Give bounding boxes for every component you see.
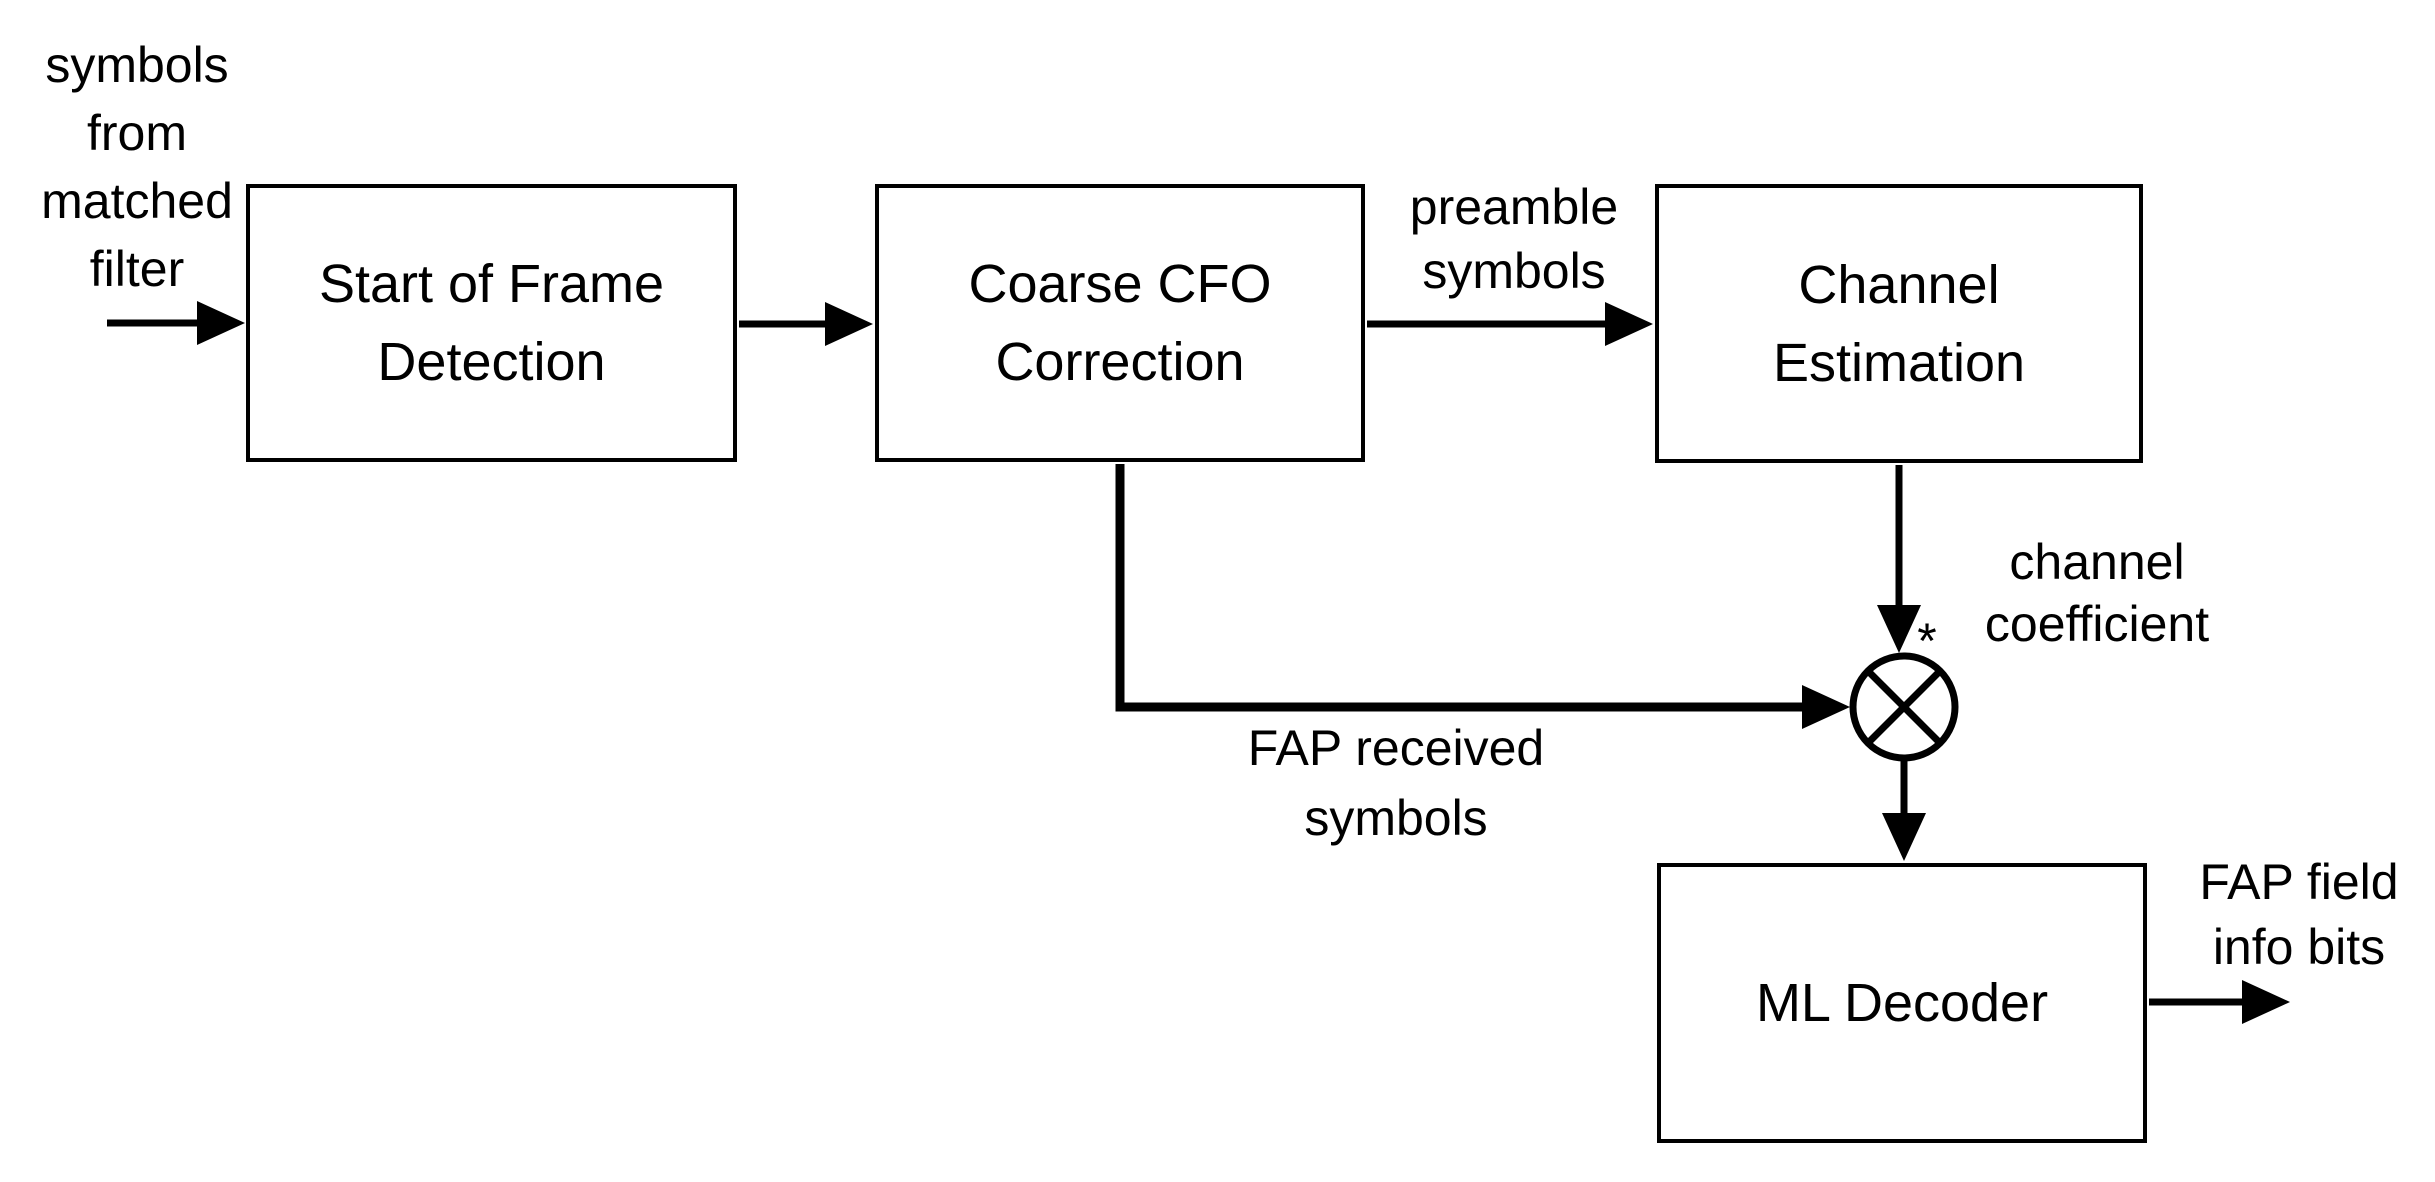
label-fap-field-info-bits: FAP field info bits — [2199, 854, 2399, 975]
block-channel-estimation: Channel Estimation — [1655, 184, 2143, 463]
label-fap-received-symbols: FAP received symbols — [1247, 720, 1545, 846]
multiplier-asterisk-mark: * — [1917, 613, 1937, 669]
arrow-multiplier-to-ml-head — [1882, 813, 1926, 861]
arrow-input-head — [197, 301, 245, 345]
arrow-cfo-to-multiplier-head — [1802, 685, 1850, 729]
multiplier-x-line-2 — [1865, 668, 1943, 746]
block-channel-estimation-label: Channel Estimation — [1772, 254, 2026, 393]
block-ml-decoder: ML Decoder — [1657, 863, 2147, 1143]
label-preamble-symbols: preamble symbols — [1409, 179, 1619, 299]
block-start-of-frame-detection: Start of Frame Detection — [246, 184, 737, 462]
block-ml-decoder-label: ML Decoder — [1755, 973, 2049, 1033]
block-start-of-frame-detection-label: Start of Frame Detection — [318, 254, 665, 392]
label-channel-coefficient: channel coefficient — [1984, 534, 2210, 652]
arrow-sof-to-cfo-head — [825, 302, 873, 346]
arrow-ce-to-multiplier-head — [1877, 605, 1921, 653]
label-input-symbols-from-matched-filter: symbols from matched filter — [41, 37, 233, 297]
arrow-ml-output-head — [2242, 980, 2290, 1024]
block-coarse-cfo-correction-label: Coarse CFO Correction — [968, 254, 1272, 392]
arrow-cfo-to-ce-head — [1605, 302, 1653, 346]
wire-cfo-to-multiplier — [1115, 464, 1806, 712]
block-coarse-cfo-correction: Coarse CFO Correction — [875, 184, 1365, 462]
